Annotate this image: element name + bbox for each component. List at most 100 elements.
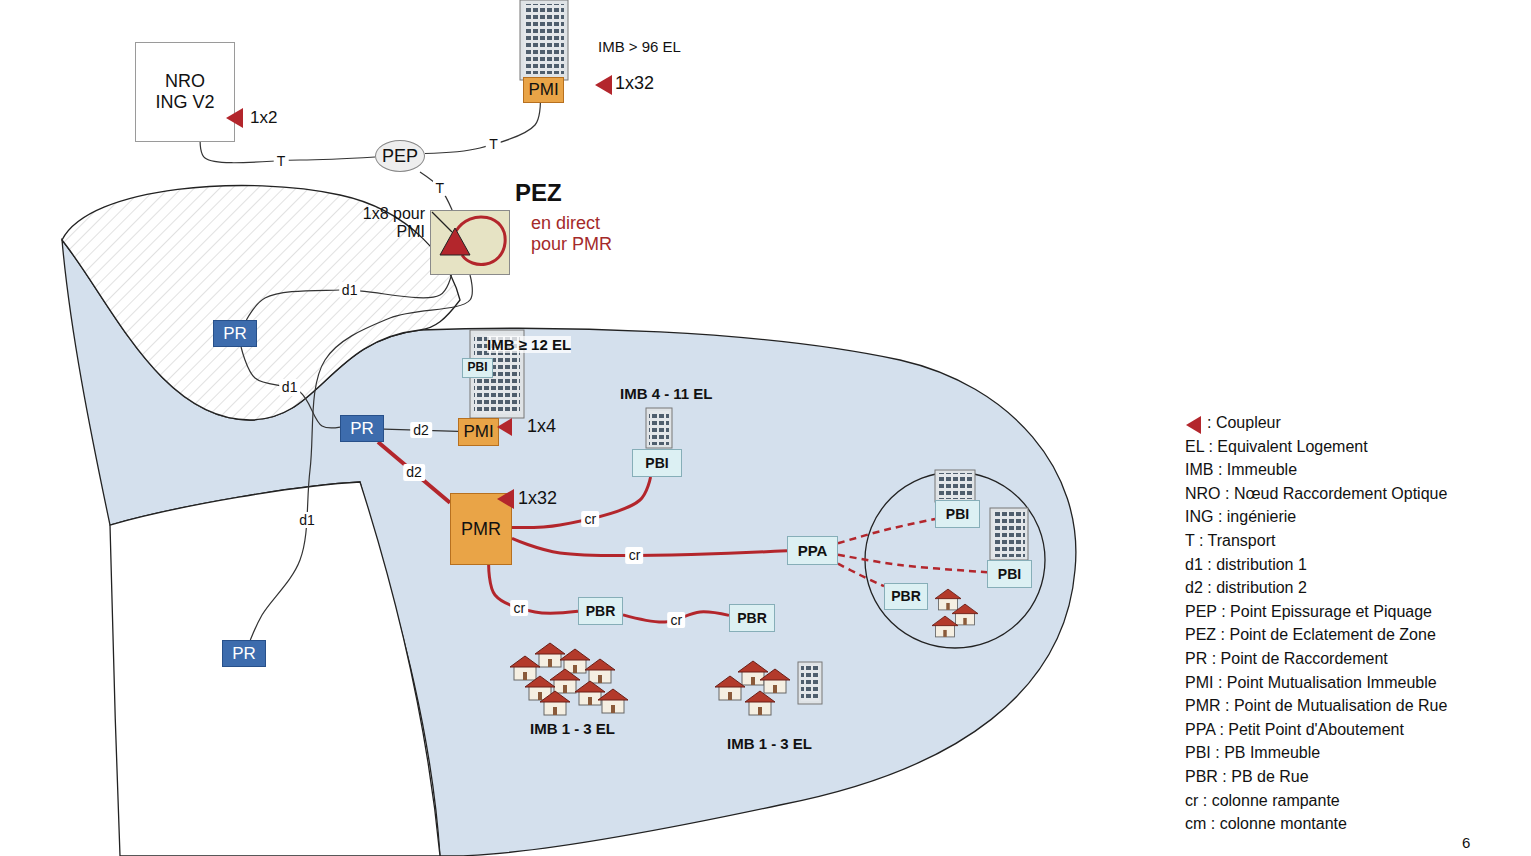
ppa-box: PPA bbox=[787, 536, 838, 565]
node-label: PEP bbox=[382, 146, 418, 167]
legend-text: : Coupleur bbox=[1207, 414, 1281, 431]
link-label: cr bbox=[582, 511, 600, 527]
legend-entry: cr : colonne rampante bbox=[1185, 791, 1340, 810]
pmr-box: PMR bbox=[450, 493, 512, 565]
link-label: d1 bbox=[279, 379, 301, 395]
zone-white bbox=[110, 482, 440, 856]
pbi-box: PBI bbox=[935, 500, 980, 528]
link-label: T bbox=[433, 180, 448, 196]
legend-text: PR : Point de Raccordement bbox=[1185, 650, 1388, 667]
annotation-label: 1x32 bbox=[518, 488, 557, 509]
legend-text: IMB : Immeuble bbox=[1185, 461, 1297, 478]
zone-blue bbox=[62, 240, 1076, 856]
pez-note: 1x8 pour PMI bbox=[351, 205, 425, 242]
pez-loop bbox=[456, 217, 505, 265]
legend-entry: PR : Point de Raccordement bbox=[1185, 649, 1388, 668]
node-label: PBR bbox=[586, 603, 616, 619]
coupler-symbol bbox=[497, 418, 512, 436]
pez-note: en direct pour PMR bbox=[531, 213, 627, 254]
annotation-label: 1x32 bbox=[615, 73, 654, 94]
coupler-symbol bbox=[226, 108, 243, 128]
annotation-label: 1x2 bbox=[250, 108, 277, 128]
legend-entry: ING : ingénierie bbox=[1185, 507, 1296, 526]
drop-link bbox=[838, 564, 884, 587]
legend-entry: IMB : Immeuble bbox=[1185, 460, 1297, 479]
zone-hatched bbox=[62, 185, 460, 420]
pbi-box: PBI bbox=[987, 560, 1032, 588]
pbr-box: PBR bbox=[884, 583, 928, 610]
pep-ellipse: PEP bbox=[375, 140, 425, 172]
legend-entry: d1 : distribution 1 bbox=[1185, 555, 1307, 574]
link-label: d1 bbox=[296, 512, 318, 528]
legend-text: d1 : distribution 1 bbox=[1185, 556, 1307, 573]
building-zone-b bbox=[990, 508, 1028, 560]
drop-link bbox=[838, 519, 935, 543]
fiber-link bbox=[250, 275, 472, 640]
annotation-label: IMB ≥ 12 EL bbox=[487, 336, 571, 353]
legend-entry: PEZ : Point de Eclatement de Zone bbox=[1185, 625, 1436, 644]
node-label: PMI bbox=[463, 422, 493, 442]
node-label: PBR bbox=[737, 610, 767, 626]
houses-cluster-2 bbox=[715, 661, 790, 715]
legend-text: PPA : Petit Point d'Aboutement bbox=[1185, 721, 1404, 738]
legend-entry: PMI : Point Mutualisation Immeuble bbox=[1185, 673, 1437, 692]
legend-text: PBI : PB Immeuble bbox=[1185, 744, 1320, 761]
drop-link bbox=[838, 555, 987, 572]
link-label: T bbox=[486, 136, 501, 152]
pbr-box: PBR bbox=[729, 604, 775, 632]
fiber-link bbox=[420, 172, 452, 210]
pbr-box: PBR bbox=[578, 597, 623, 625]
pmi-box: PMI bbox=[458, 418, 499, 446]
node-label: PPA bbox=[798, 542, 828, 559]
link-label: cr bbox=[667, 612, 685, 628]
legend-text: PMR : Point de Mutualisation de Rue bbox=[1185, 697, 1447, 714]
legend-text: ING : ingénierie bbox=[1185, 508, 1296, 525]
fiber-link bbox=[512, 477, 651, 528]
legend-entry: PBR : PB de Rue bbox=[1185, 767, 1309, 786]
legend-entry: NRO : Nœud Raccordement Optique bbox=[1185, 484, 1447, 503]
node-label: PBI bbox=[946, 506, 969, 522]
node-label: PMI bbox=[528, 80, 558, 100]
legend-text: PEZ : Point de Eclatement de Zone bbox=[1185, 626, 1436, 643]
fiber-link bbox=[378, 442, 450, 503]
node-label: PBR bbox=[891, 588, 921, 604]
fiber-link bbox=[425, 103, 540, 154]
link-label: cr bbox=[626, 547, 644, 563]
fiber-link bbox=[489, 565, 578, 613]
annotation-label: IMB > 96 EL bbox=[598, 38, 681, 55]
houses-cluster-3 bbox=[932, 589, 978, 637]
coupler-symbol bbox=[497, 489, 514, 509]
legend-text: PEP : Point Epissurage et Piquage bbox=[1185, 603, 1432, 620]
annotation-label: IMB 4 - 11 EL bbox=[620, 385, 713, 402]
pbi-box: PBI bbox=[462, 358, 493, 378]
pr-box: PR bbox=[222, 640, 266, 667]
link-label: d1 bbox=[339, 282, 361, 298]
legend-entry: EL : Equivalent Logement bbox=[1185, 437, 1368, 456]
node-label: PR bbox=[223, 324, 247, 344]
legend-text: PMI : Point Mutualisation Immeuble bbox=[1185, 674, 1437, 691]
coupler-symbol bbox=[595, 75, 612, 95]
legend-entry: T : Transport bbox=[1185, 531, 1275, 550]
node-label: PMR bbox=[461, 519, 501, 540]
houses-cluster-1 bbox=[510, 643, 628, 715]
legend-text: d2 : distribution 2 bbox=[1185, 579, 1307, 596]
legend-entry: PEP : Point Epissurage et Piquage bbox=[1185, 602, 1432, 621]
zone-inner bbox=[865, 472, 1045, 648]
link-label: cr bbox=[511, 600, 529, 616]
building-zone-a bbox=[935, 470, 975, 502]
node-label: PR bbox=[350, 419, 374, 439]
legend-entry: PPA : Petit Point d'Aboutement bbox=[1185, 720, 1404, 739]
page-number: 6 bbox=[1462, 834, 1470, 851]
building-small bbox=[646, 408, 672, 448]
pez-heading: PEZ bbox=[515, 179, 562, 207]
pez-box: PEZ1x8 pour PMIen direct pour PMR bbox=[430, 210, 510, 275]
legend-entry: PBI : PB Immeuble bbox=[1185, 743, 1320, 762]
pmi-box: PMI bbox=[523, 77, 564, 103]
pez-fiber bbox=[432, 212, 452, 232]
coupler-symbol bbox=[440, 228, 470, 255]
pr-box: PR bbox=[213, 320, 257, 347]
legend-entry: cm : colonne montante bbox=[1185, 814, 1347, 833]
pr-box: PR bbox=[340, 415, 384, 442]
